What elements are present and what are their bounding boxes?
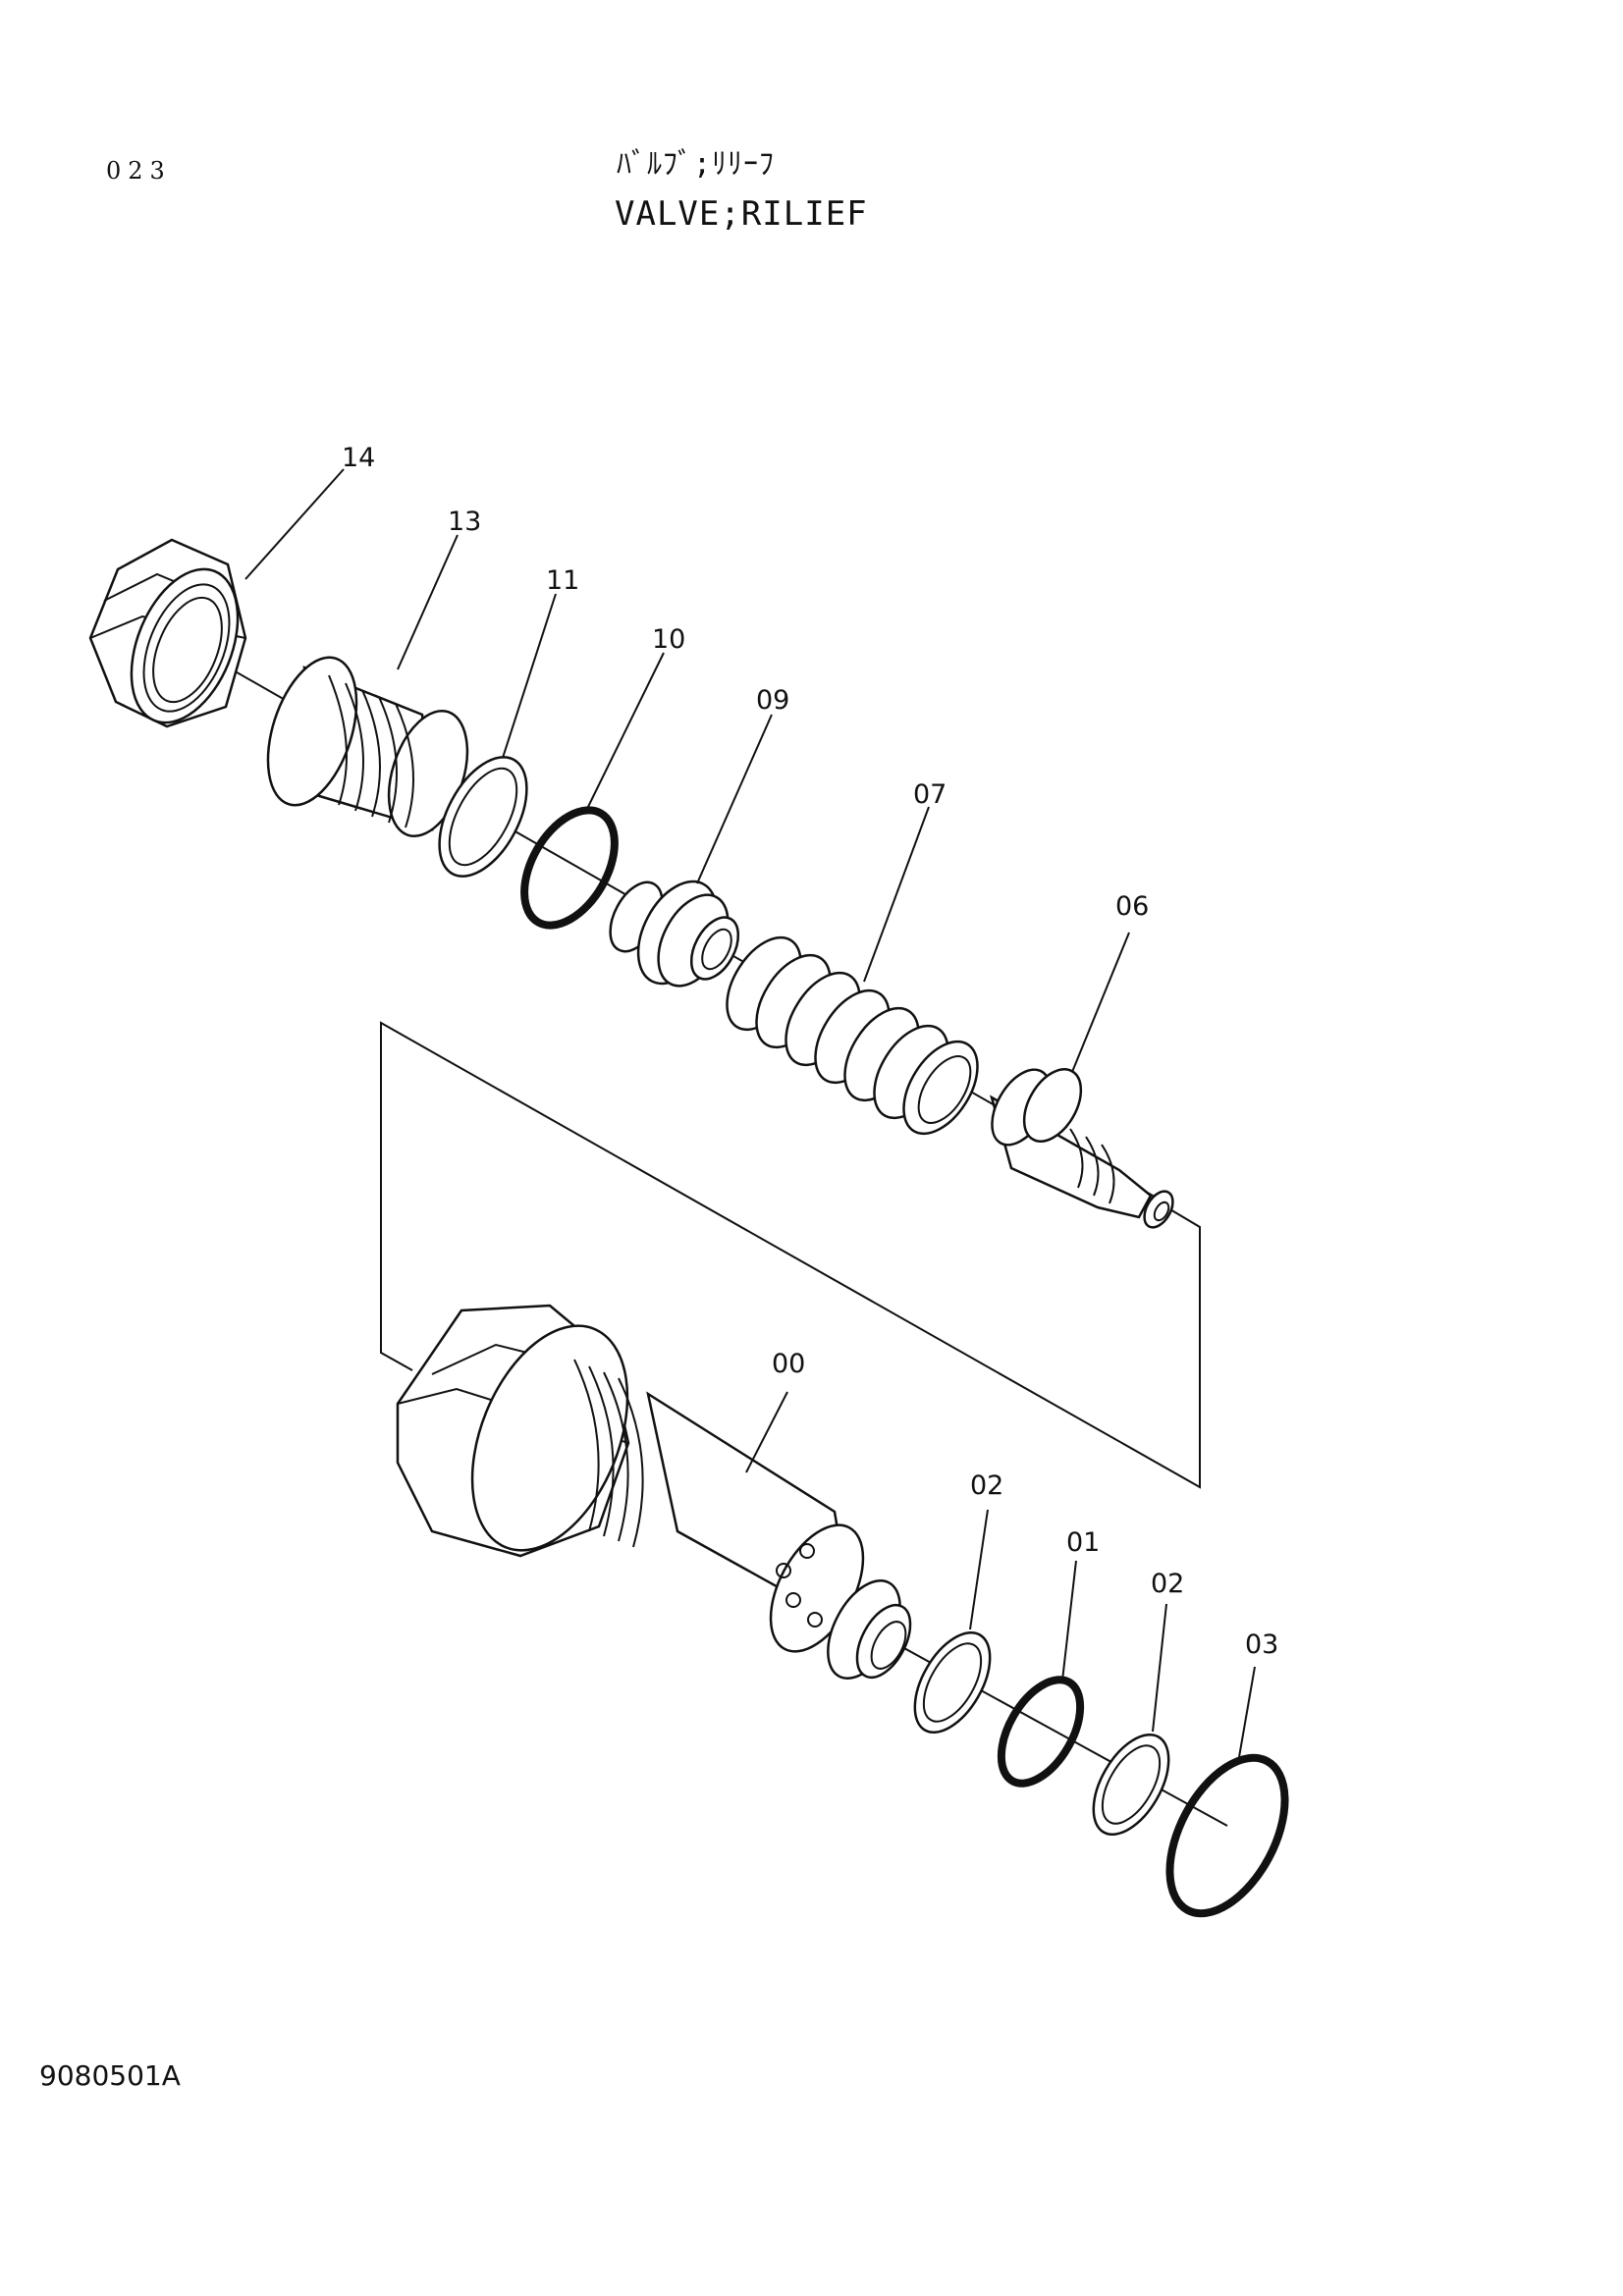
- o-ring-part-10: [520, 806, 619, 930]
- title-japanese: ﾊﾞﾙﾌﾞ;ﾘﾘｰﾌ: [617, 147, 776, 182]
- callout-14: 14: [342, 443, 375, 473]
- backup-ring-part-02-second: [1092, 1733, 1170, 1837]
- o-ring-part-03: [1165, 1753, 1289, 1918]
- callout-02-first: 02: [970, 1470, 1003, 1501]
- part-callouts: 14 13 11 10 09 07 06 00 02 01 02 03: [342, 443, 1278, 1660]
- callout-07: 07: [913, 779, 947, 810]
- o-ring-part-01: [997, 1676, 1085, 1788]
- leader-line-09: [696, 714, 773, 884]
- leader-lines: [244, 468, 1256, 1758]
- drawing-number: 9080501A: [39, 2059, 181, 2092]
- poppet-part-06: [989, 1068, 1174, 1229]
- leader-line-03: [1238, 1666, 1256, 1758]
- leader-line-02-first: [969, 1509, 989, 1630]
- title-english: VALVE;RILIEF: [615, 194, 868, 234]
- leader-line-07: [863, 806, 930, 983]
- leader-line-02-second: [1152, 1603, 1167, 1733]
- callout-10: 10: [652, 624, 685, 655]
- callout-03: 03: [1245, 1629, 1278, 1660]
- seat-part-09: [609, 880, 740, 988]
- leader-line-14: [244, 468, 345, 580]
- leader-line-13: [397, 534, 459, 670]
- callout-09: 09: [756, 685, 789, 716]
- leader-line-11: [502, 593, 557, 759]
- leader-line-10: [584, 652, 665, 814]
- page-number: 023: [106, 157, 172, 185]
- callout-11: 11: [546, 565, 579, 596]
- leader-line-01: [1061, 1560, 1077, 1682]
- callout-01: 01: [1066, 1527, 1100, 1558]
- backup-ring-part-02-first: [913, 1630, 992, 1735]
- valve-body-part-00: [396, 1304, 912, 1680]
- threaded-sleeve-part-13: [266, 656, 469, 837]
- lock-nut-part-14: [88, 538, 247, 728]
- backup-ring-part-11: [438, 756, 528, 878]
- callout-02-second: 02: [1151, 1569, 1184, 1599]
- assembly-bracket-line: [380, 1021, 1201, 1489]
- leader-line-00: [745, 1391, 788, 1473]
- leader-line-06: [1071, 932, 1130, 1073]
- callout-06: 06: [1115, 891, 1149, 922]
- callout-00: 00: [772, 1349, 805, 1379]
- spring-part-07: [726, 935, 979, 1136]
- callout-13: 13: [448, 507, 481, 537]
